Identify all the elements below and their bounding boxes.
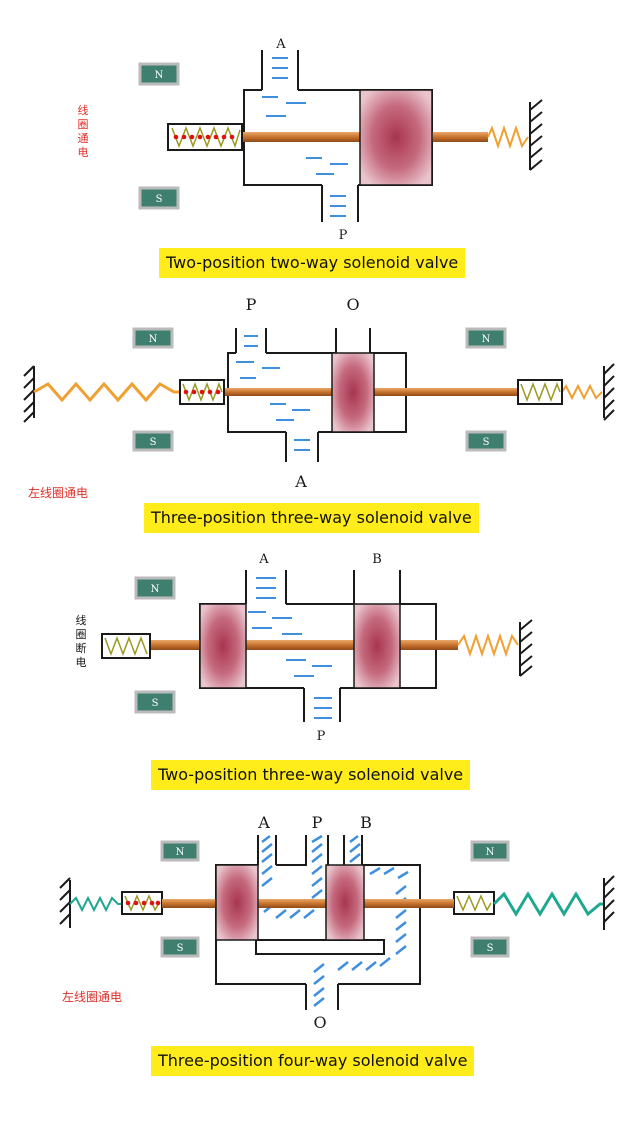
- port-a-label: A: [275, 37, 286, 52]
- magnet-n-label: N: [149, 334, 158, 345]
- magnet-s-label: S: [152, 698, 159, 709]
- coil-status-label: 左线圈通电: [28, 486, 89, 500]
- magnet-n-icon: [465, 327, 507, 349]
- port-p-label: P: [312, 813, 323, 832]
- coil-status-label: 线圈通电: [77, 104, 89, 159]
- spool-icon: [359, 89, 433, 186]
- rod: [150, 640, 458, 650]
- port-p-label: P: [339, 228, 348, 243]
- caption-two-position-three-way: Two-position three-way solenoid valve: [151, 760, 471, 790]
- magnet-s-icon: [465, 430, 507, 452]
- caption-three-position-three-way: Three-position three-way solenoid valve: [144, 503, 479, 533]
- port-b-label: B: [372, 552, 382, 567]
- spool-icon: [199, 603, 247, 689]
- spool-icon: [331, 352, 375, 433]
- spool-icon: [215, 864, 259, 941]
- magnet-s-icon: [470, 936, 510, 958]
- fluid-hatch: [261, 834, 409, 1007]
- spool-icon: [325, 864, 365, 941]
- magnet-n-label: N: [155, 70, 164, 81]
- spool-icon: [353, 603, 401, 689]
- valve-three-position-four-way: N S N S: [59, 813, 615, 1032]
- port-o-label: O: [313, 1013, 326, 1032]
- magnet-s-label: S: [150, 437, 157, 448]
- spring-icon: [33, 381, 180, 403]
- wall-hatch-icon: [519, 619, 533, 677]
- magnet-s-icon: [132, 430, 174, 452]
- wall-hatch-icon: [59, 877, 71, 928]
- wall-hatch-icon: [529, 99, 543, 171]
- coil-icon: [167, 123, 243, 151]
- magnet-n-label: N: [486, 847, 495, 858]
- magnet-s-label: S: [487, 943, 494, 954]
- magnet-s-label: S: [156, 194, 163, 205]
- magnet-n-icon: [134, 576, 176, 600]
- magnet-s-icon: [134, 690, 176, 714]
- spring-icon: [561, 383, 603, 401]
- spring-icon: [457, 632, 519, 658]
- wall-hatch-icon: [603, 363, 615, 421]
- valve-two-position-three-way: N S: [101, 552, 533, 744]
- magnet-s-label: S: [177, 943, 184, 954]
- coil-status-label: 线圈断电: [75, 614, 87, 669]
- port-p-label: P: [246, 295, 257, 314]
- coil-energized-dots: [173, 134, 235, 140]
- magnet-s-icon: [138, 186, 180, 210]
- magnet-n-icon: [470, 840, 510, 862]
- fluid-dashes: [248, 577, 332, 719]
- caption-two-position-two-way: Two-position two-way solenoid valve: [159, 248, 466, 278]
- wall-hatch-icon: [603, 875, 615, 930]
- spring-icon: [69, 895, 122, 913]
- port-a-label: A: [258, 552, 269, 567]
- magnet-n-label: N: [176, 847, 185, 858]
- magnet-s-label: S: [483, 437, 490, 448]
- port-o-label: O: [346, 295, 359, 314]
- port-a-label: A: [294, 472, 307, 491]
- caption-three-position-four-way: Three-position four-way solenoid valve: [151, 1046, 475, 1076]
- port-b-label: B: [360, 813, 372, 832]
- fluid-dashes: [262, 57, 348, 217]
- port-a-label: A: [257, 813, 270, 832]
- valve-two-position-two-way: N S: [138, 37, 543, 243]
- magnet-n-icon: [160, 840, 200, 862]
- coil-energized-dots: [125, 900, 161, 906]
- magnet-n-icon: [138, 62, 180, 86]
- spring-icon: [492, 891, 604, 917]
- coil-energized-dots: [183, 389, 221, 395]
- magnet-n-label: N: [151, 584, 160, 595]
- spring-icon: [487, 124, 529, 150]
- fluid-dashes: [236, 335, 310, 451]
- rod: [162, 899, 454, 908]
- rod: [230, 132, 488, 142]
- port-p-label: P: [317, 729, 326, 744]
- magnet-n-label: N: [482, 334, 491, 345]
- valve-three-position-three-way: N S N S: [23, 295, 615, 491]
- wall-hatch-icon: [23, 365, 35, 423]
- magnet-n-icon: [132, 327, 174, 349]
- magnet-s-icon: [160, 936, 200, 958]
- coil-status-label: 左线圈通电: [62, 990, 123, 1004]
